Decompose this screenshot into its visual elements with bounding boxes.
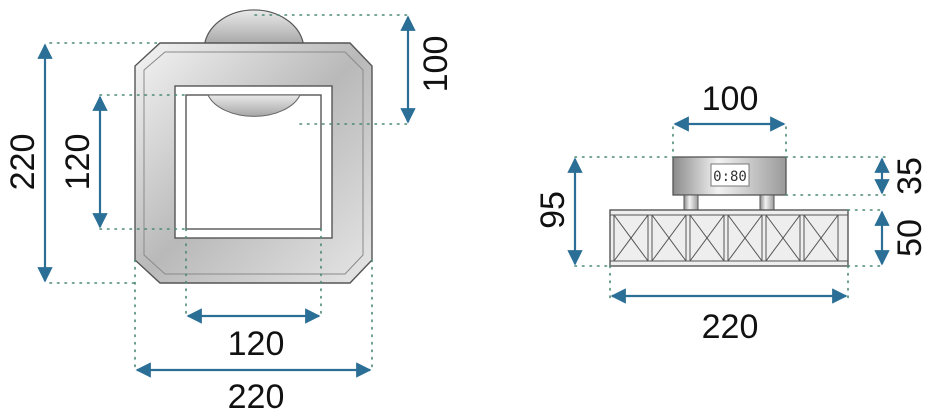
- mount-disc: [204, 9, 304, 46]
- label-base-width: 100: [702, 80, 759, 118]
- post-right: [759, 194, 775, 211]
- label-total-height: 95: [534, 191, 572, 229]
- side-view: 0:80: [534, 80, 929, 346]
- post-left: [683, 194, 699, 211]
- mount-disc-inner: [207, 94, 301, 117]
- crystal-ring: [609, 209, 849, 267]
- display-panel: [710, 163, 750, 187]
- label-total-width: 220: [702, 308, 759, 346]
- label-height-inner: 120: [59, 134, 97, 191]
- label-width-inner: 120: [228, 325, 285, 363]
- display-readout: 0:80: [713, 169, 747, 185]
- crystal-pattern: [610, 214, 848, 262]
- label-base-height: 35: [891, 157, 929, 195]
- label-mount-height: 100: [417, 36, 455, 93]
- outer-frame-inner-edge: [143, 51, 364, 275]
- label-width-outer: 220: [228, 378, 285, 416]
- inner-window: [185, 94, 322, 230]
- label-crystal-height: 50: [891, 219, 929, 257]
- front-view: 220 120 100 120 220: [4, 9, 455, 416]
- label-height-outer: 220: [4, 134, 42, 191]
